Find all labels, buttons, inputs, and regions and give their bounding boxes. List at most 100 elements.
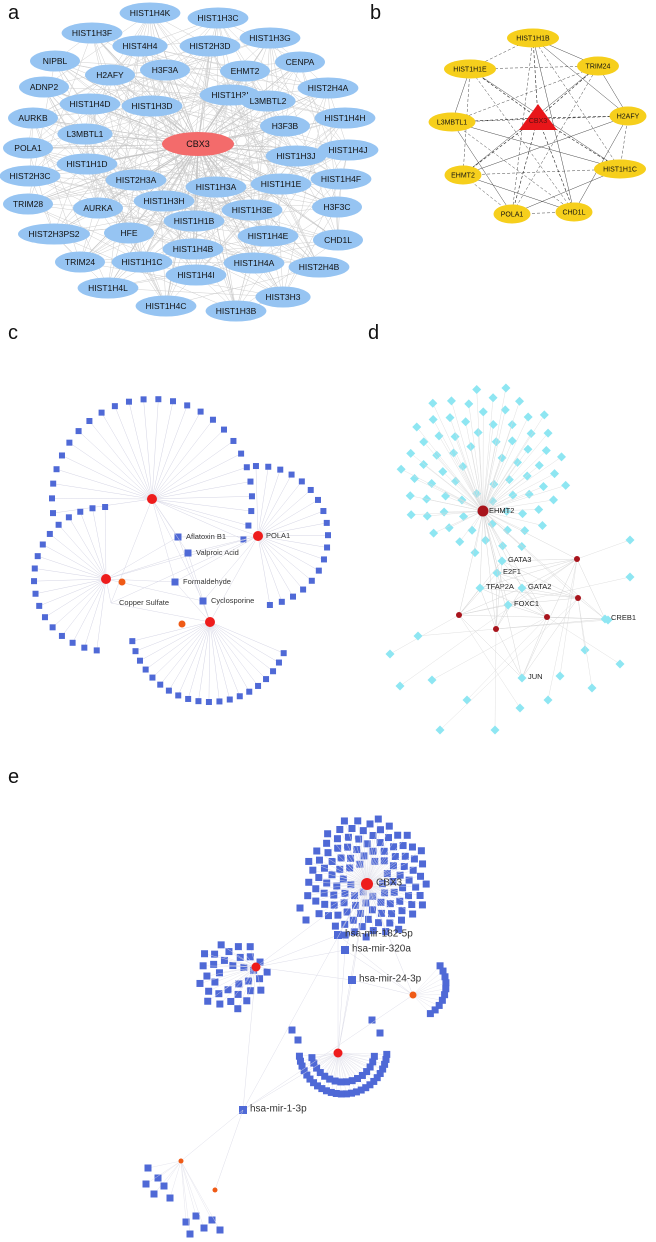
tf-label: FOXC1	[514, 599, 539, 608]
node-square	[333, 882, 341, 890]
node-diamond	[439, 507, 449, 517]
node-diamond	[515, 396, 525, 406]
edge	[482, 509, 539, 512]
edge	[135, 179, 143, 263]
node-hist1h3d	[121, 95, 183, 117]
edge	[496, 558, 578, 574]
panel-c-label: c	[8, 322, 18, 344]
edge	[351, 883, 368, 981]
node-square	[357, 909, 365, 917]
edge	[559, 558, 578, 677]
edge	[366, 883, 400, 902]
node-square	[416, 891, 424, 899]
node-square	[209, 416, 216, 423]
edge	[337, 1052, 371, 1085]
node-diamond	[461, 417, 471, 427]
node-square	[98, 409, 105, 416]
edge	[458, 587, 481, 616]
node-hist2h3ps2	[18, 223, 90, 245]
node-diamond	[515, 703, 525, 713]
chem-label: Copper Sulfate	[119, 598, 169, 607]
node-diamond	[522, 471, 532, 481]
edge	[269, 37, 286, 127]
node-h2afy	[609, 106, 647, 126]
edge	[257, 499, 319, 537]
node-square	[211, 950, 219, 958]
node-square	[210, 960, 218, 968]
node-diamond	[503, 600, 513, 610]
node-label: HIST2H3D	[189, 41, 230, 51]
node-square	[136, 657, 143, 664]
node-label: HIST1H3E	[232, 205, 273, 215]
node-ehmt2	[220, 60, 270, 82]
hub-node	[456, 612, 462, 618]
edge	[501, 558, 578, 562]
edge	[334, 1052, 339, 1082]
node-diamond	[543, 695, 553, 705]
edge	[151, 401, 174, 500]
edge	[199, 966, 257, 984]
node-label: POLA1	[501, 211, 524, 218]
edge	[495, 628, 523, 679]
edge	[317, 1052, 339, 1086]
node-square	[220, 426, 227, 433]
edge	[37, 555, 107, 580]
node-label: HIST1H4K	[130, 8, 171, 18]
edge	[43, 86, 231, 96]
edge	[257, 469, 281, 537]
node-square	[369, 927, 377, 935]
edge	[432, 403, 484, 512]
edge	[366, 835, 374, 885]
node-square	[217, 941, 225, 949]
edge	[482, 416, 529, 512]
node-square	[199, 962, 207, 970]
edge	[474, 510, 484, 553]
edge	[213, 964, 257, 968]
edge	[337, 1052, 357, 1092]
node-square	[50, 510, 57, 517]
node-square	[370, 1077, 378, 1085]
node-square	[330, 901, 338, 909]
node-label: HIST1H1D	[66, 159, 107, 169]
node-diamond	[541, 445, 551, 455]
node-square	[197, 408, 204, 415]
node-square	[277, 466, 284, 473]
node-square	[376, 1029, 384, 1037]
node-square	[341, 931, 349, 939]
edge	[42, 544, 107, 580]
edge	[366, 870, 414, 885]
edge	[442, 471, 484, 512]
edge	[151, 440, 234, 500]
edge	[282, 206, 338, 298]
edge	[337, 1052, 375, 1057]
edge	[309, 1052, 339, 1080]
edge	[449, 510, 484, 528]
node-square	[368, 1016, 376, 1024]
node-square	[412, 883, 420, 891]
chem-label: Formaldehyde	[183, 577, 231, 586]
mirna-label: hsa-mir-24-3p	[359, 974, 422, 985]
node-square	[58, 452, 65, 459]
node-diamond	[419, 460, 429, 470]
node-square	[227, 997, 235, 1005]
node-square	[49, 495, 56, 502]
hub-node	[253, 531, 263, 541]
edge	[337, 1052, 383, 1070]
edge	[412, 994, 440, 1006]
edge	[416, 426, 484, 512]
edge	[105, 578, 176, 583]
edge	[92, 508, 107, 580]
node-diamond	[523, 412, 533, 422]
edge	[507, 604, 548, 618]
node-square	[343, 908, 351, 916]
edge	[546, 616, 606, 620]
edge	[224, 960, 257, 968]
edge	[147, 1160, 182, 1169]
node-diamond	[491, 437, 501, 447]
node-label: L3MBTL1	[437, 119, 467, 126]
edge	[351, 979, 414, 996]
node-square	[302, 916, 310, 924]
edge	[366, 823, 371, 885]
edge	[80, 511, 107, 580]
edge	[351, 828, 368, 885]
